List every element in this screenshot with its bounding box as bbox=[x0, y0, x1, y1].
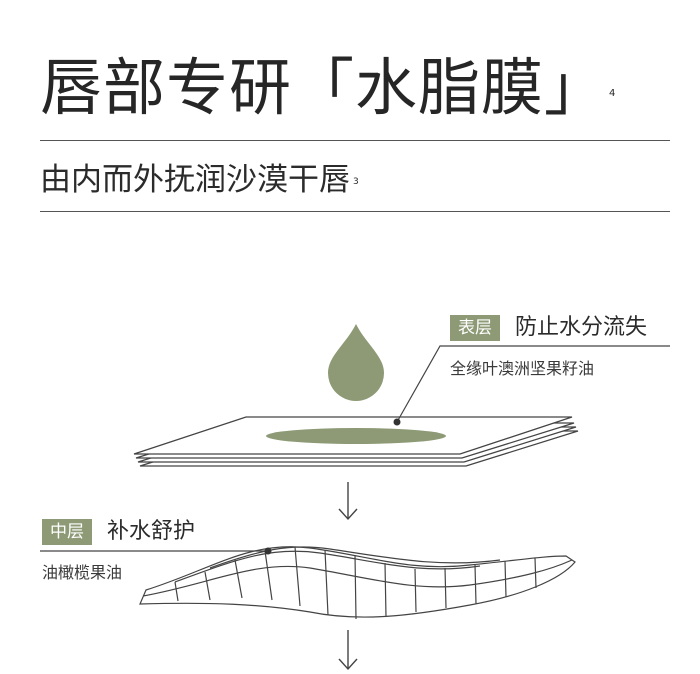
oil-film-ellipse bbox=[266, 428, 446, 444]
middle-leader-dot bbox=[264, 547, 272, 555]
page-title: 唇部专研「水脂膜」4 bbox=[40, 52, 616, 124]
surface-layer-badge: 表层 bbox=[450, 315, 500, 341]
surface-leader-dot bbox=[393, 418, 401, 426]
surface-layer-ingredient: 全缘叶澳洲坚果籽油 bbox=[450, 359, 595, 378]
middle-layer-ingredient: 油橄榄果油 bbox=[42, 563, 123, 582]
bottom-divider bbox=[40, 211, 670, 212]
title-footnote: 4 bbox=[609, 88, 617, 99]
middle-layer-grid bbox=[139, 546, 576, 620]
top-divider bbox=[40, 140, 670, 141]
subtitle-text: 由内而外抚润沙漠干唇 bbox=[40, 162, 350, 198]
middle-layer-title: 补水舒护 bbox=[107, 519, 196, 544]
water-drop-icon bbox=[328, 324, 384, 401]
title-text: 唇部专研「水脂膜」 bbox=[40, 51, 608, 124]
down-arrow-icon bbox=[338, 630, 358, 671]
surface-layer-title: 防止水分流失 bbox=[515, 315, 648, 340]
middle-layer-badge: 中层 bbox=[42, 519, 92, 545]
subtitle-footnote: 3 bbox=[353, 177, 359, 187]
down-arrow-icon bbox=[338, 482, 358, 521]
surface-leader-line bbox=[396, 345, 670, 423]
